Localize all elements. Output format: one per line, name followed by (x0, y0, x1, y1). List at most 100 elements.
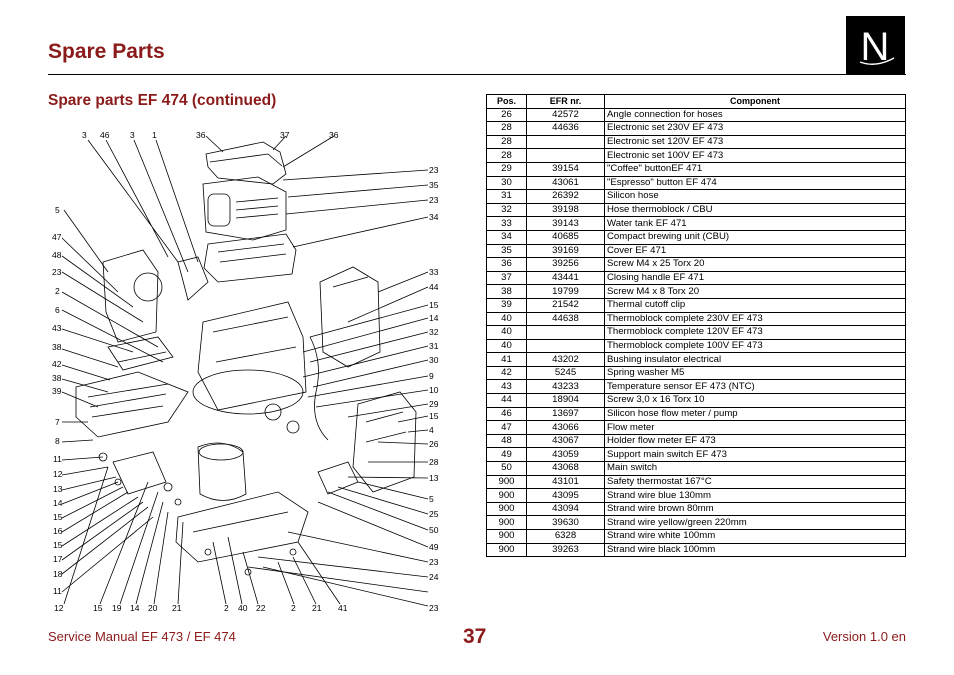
header-divider (48, 74, 906, 75)
right-label: 13 (429, 473, 439, 483)
cell-pos: 43 (486, 379, 527, 395)
cell-efr: 39169 (526, 243, 605, 259)
right-label: 24 (429, 572, 439, 582)
cell-efr: 43095 (526, 488, 605, 503)
cell-pos: 26 (486, 107, 527, 123)
right-label: 35 (429, 180, 439, 190)
left-label: 14 (53, 498, 63, 508)
bottom-label: 12 (54, 603, 64, 613)
bottom-label: 22 (256, 603, 266, 613)
cell-efr: 43059 (526, 447, 605, 463)
cell-component: Hose thermoblock / CBU (604, 202, 906, 218)
bottom-label: 2 (224, 603, 229, 613)
left-label: 43 (52, 323, 62, 333)
left-label: 2 (55, 286, 60, 296)
cell-pos: 37 (486, 270, 527, 286)
cell-efr: 44636 (526, 121, 605, 136)
cell-component: "Coffee" buttonEF 471 (604, 161, 906, 177)
cell-pos: 49 (486, 447, 527, 463)
right-label: 23 (429, 195, 439, 205)
bottom-label: 40 (238, 603, 248, 613)
right-label: 28 (429, 457, 439, 467)
right-label: 34 (429, 212, 439, 222)
column-header-component: Component (604, 94, 906, 109)
footer-manual-title: Service Manual EF 473 / EF 474 (48, 629, 236, 644)
cell-pos: 46 (486, 406, 527, 422)
cell-pos: 50 (486, 461, 527, 476)
cell-efr: 21542 (526, 297, 605, 313)
cell-pos: 900 (486, 542, 527, 558)
bottom-label: 19 (112, 603, 122, 613)
page-title: Spare Parts (48, 40, 165, 63)
bottom-label: 21 (172, 603, 182, 613)
cell-pos: 48 (486, 433, 527, 449)
brand-logo: N (846, 16, 905, 75)
cell-component: Screw M4 x 8 Torx 20 (604, 284, 906, 299)
cell-pos: 40 (486, 325, 527, 340)
cell-component: Strand wire brown 80mm (604, 501, 906, 517)
bottom-label: 23 (429, 603, 439, 613)
bottom-label: 15 (93, 603, 103, 613)
section-subtitle: Spare parts EF 474 (continued) (48, 92, 277, 109)
left-label: 38 (52, 342, 62, 352)
cell-component: Thermal cutoff clip (604, 297, 906, 313)
right-label: 29 (429, 399, 439, 409)
left-label: 11 (53, 586, 62, 596)
cell-efr: 40685 (526, 229, 605, 245)
cell-component: Temperature sensor EF 473 (NTC) (604, 379, 906, 395)
right-label: 5 (429, 494, 434, 504)
cell-efr: 43094 (526, 501, 605, 517)
top-label: 3 (130, 130, 135, 140)
cell-efr: 43233 (526, 379, 605, 395)
left-label: 17 (53, 554, 63, 564)
left-label: 6 (55, 305, 60, 315)
table-header-row: Pos. EFR nr. Component (486, 94, 906, 109)
left-label: 15 (53, 512, 63, 522)
right-label: 31 (429, 341, 439, 351)
right-label: 49 (429, 542, 439, 552)
cell-efr (526, 325, 605, 340)
cell-pos: 30 (486, 175, 527, 191)
cell-component: Silicon hose (604, 189, 906, 204)
cell-pos: 31 (486, 189, 527, 204)
cell-component: Thermoblock complete 100V EF 473 (604, 338, 906, 354)
cell-pos: 900 (486, 515, 527, 530)
bottom-label: 41 (338, 603, 348, 613)
cell-component: Bushing insulator electrical (604, 352, 906, 367)
left-label: 38 (52, 373, 62, 383)
cell-component: Main switch (604, 461, 906, 476)
cell-pos: 38 (486, 284, 527, 299)
left-label: 47 (52, 232, 62, 242)
cell-efr: 39198 (526, 202, 605, 218)
page-number: 37 (463, 625, 487, 648)
right-label: 4 (429, 425, 434, 435)
cell-pos: 47 (486, 420, 527, 435)
top-label: 36 (196, 130, 206, 140)
cell-pos: 44 (486, 393, 527, 408)
cell-component: Screw M4 x 25 Torx 20 (604, 257, 906, 272)
bottom-label: 14 (130, 603, 140, 613)
cell-component: Thermoblock complete 120V EF 473 (604, 325, 906, 340)
cell-component: Strand wire blue 130mm (604, 488, 906, 503)
top-label: 36 (329, 130, 339, 140)
